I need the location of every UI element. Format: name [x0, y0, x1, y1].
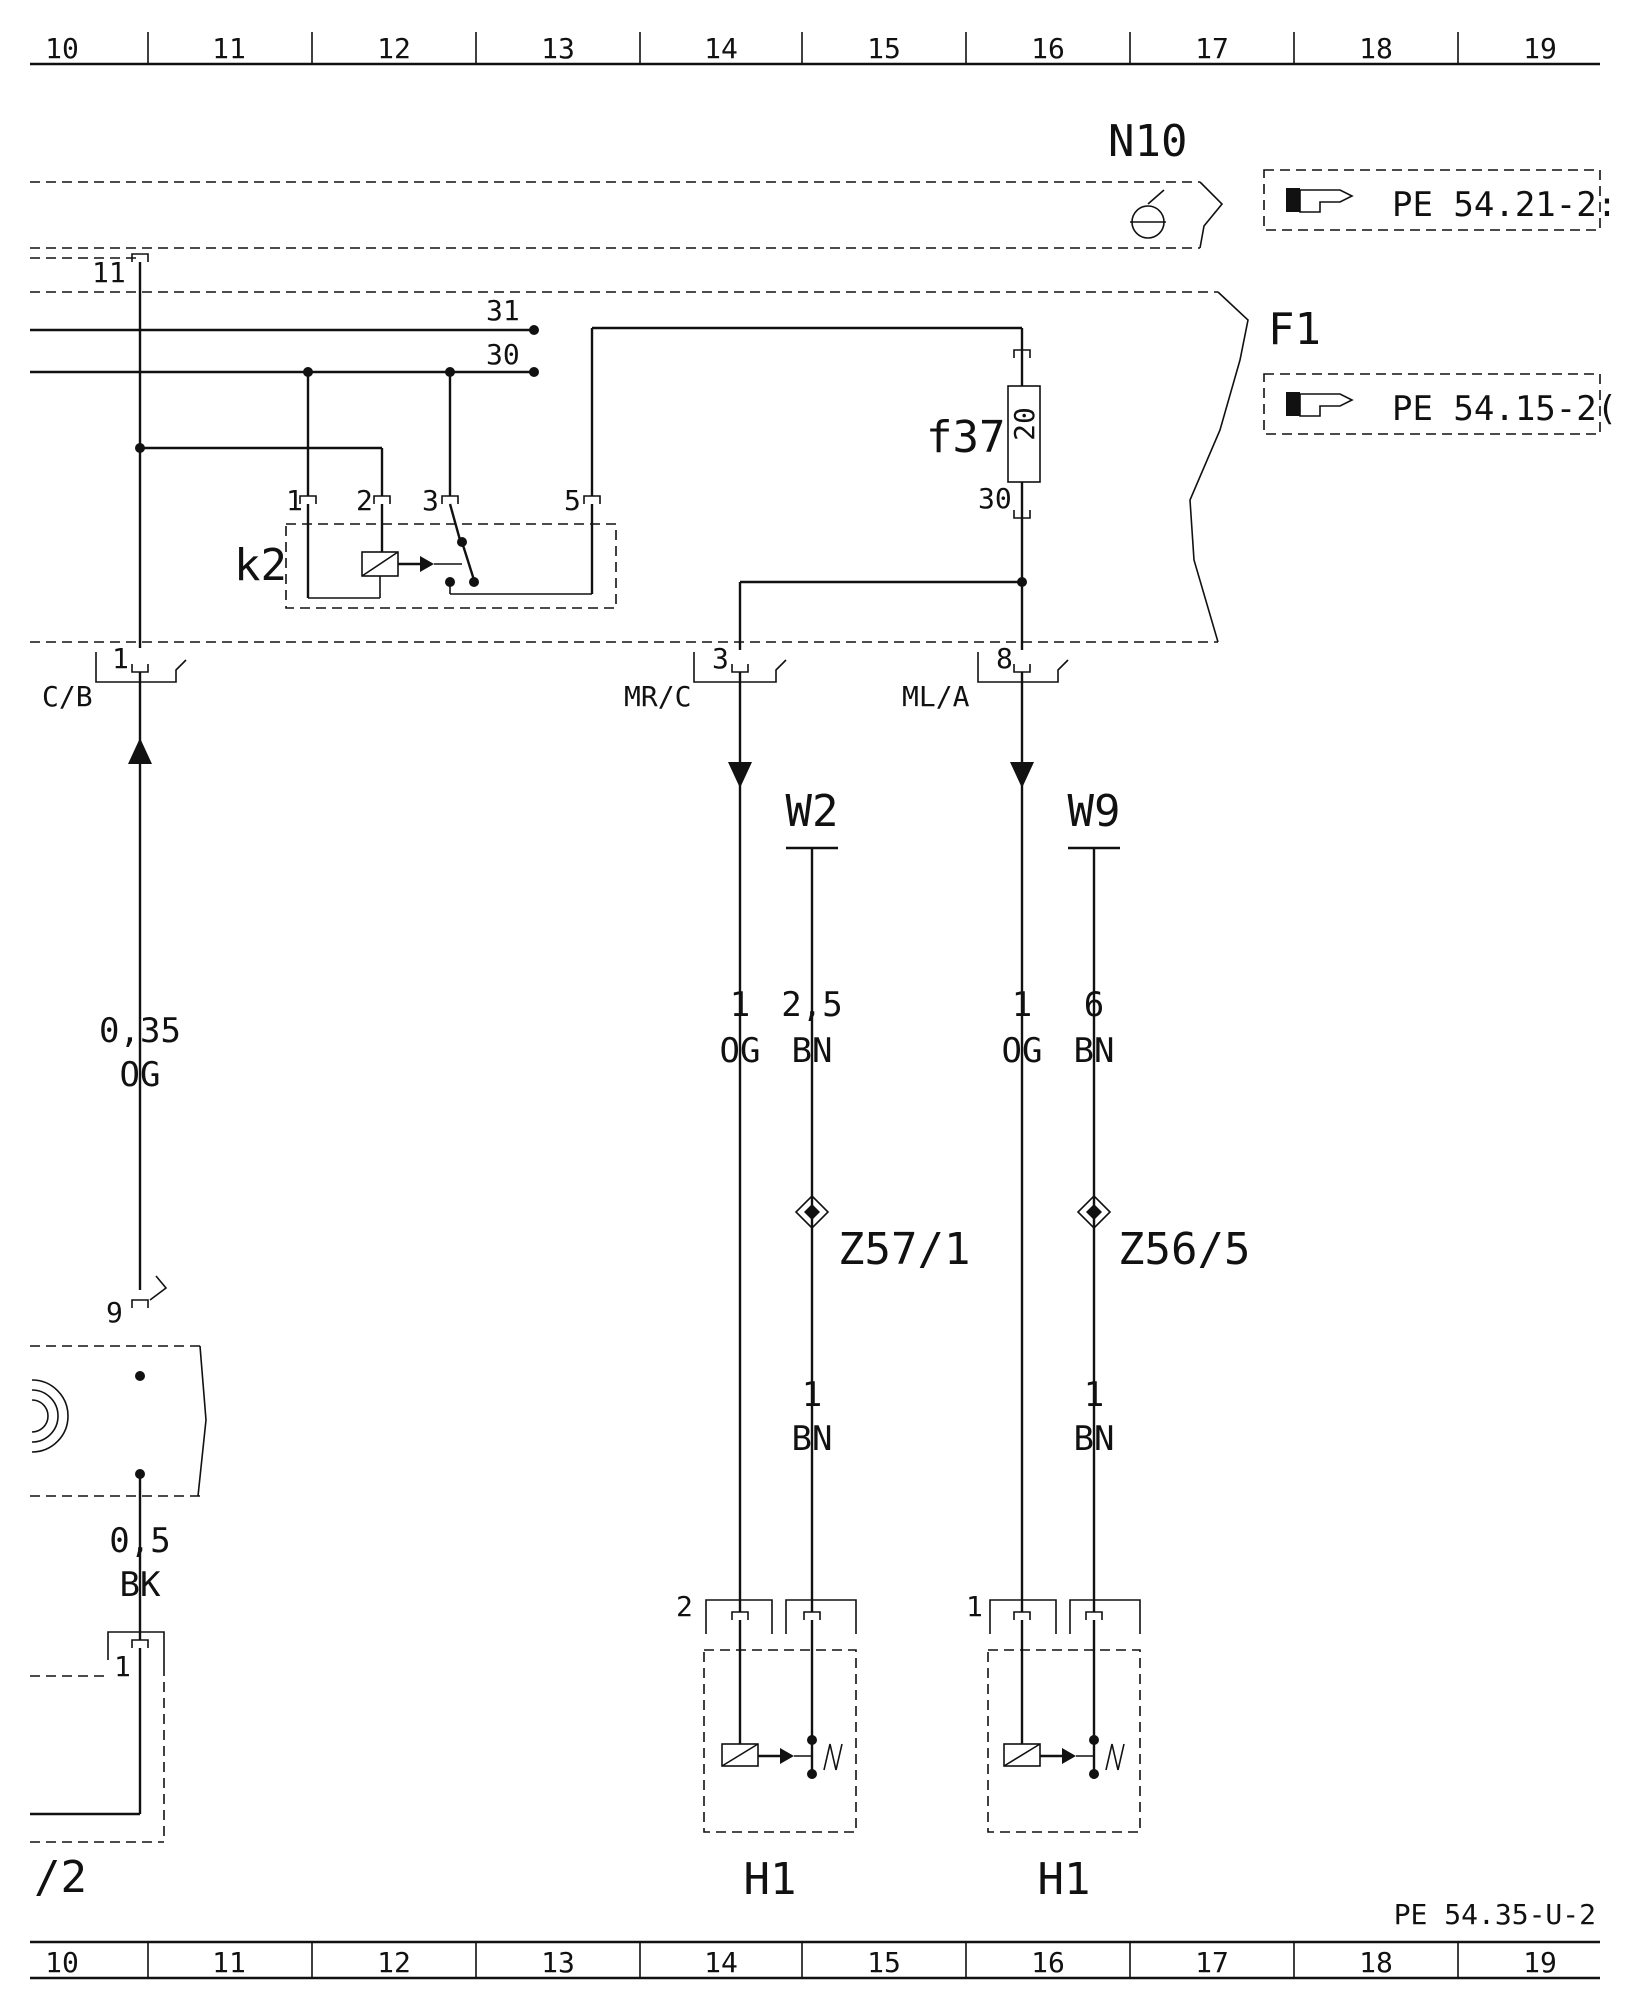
k2-label: k2	[234, 540, 287, 591]
lower-left-module: 9 0,5 BK 1 /2	[30, 1275, 207, 1903]
h1-right-horn: 1 H1	[966, 1590, 1141, 1905]
z56-label: Z56/5	[1118, 1224, 1250, 1275]
cb-pin-label: 1	[112, 642, 129, 675]
grid-bottom-10: 10	[45, 1946, 79, 1979]
page-reference: PE 54.35-U-2	[1394, 1898, 1596, 1931]
wire-pin11-to-cb: 11	[92, 253, 382, 648]
f37-pin-30-label: 30	[978, 482, 1012, 515]
n10-label: N10	[1108, 116, 1187, 167]
wire-w9-color: BN	[1074, 1031, 1115, 1071]
w9-label: W9	[1068, 786, 1121, 837]
wire-w9b-size: 1	[1084, 1375, 1104, 1415]
rail-30-label: 30	[486, 338, 520, 371]
grid-bottom-12: 12	[377, 1946, 411, 1979]
grid-bottom-15: 15	[867, 1946, 901, 1979]
wire-w2b-size: 1	[802, 1375, 822, 1415]
lower-pin-1-label: 1	[114, 1650, 131, 1683]
k2-pin-1-label: 1	[286, 484, 303, 517]
reference-label-2: PE 54.15-2(	[1392, 389, 1617, 429]
f37-label: f37	[926, 412, 1005, 463]
k2-pin-2-label: 2	[356, 484, 373, 517]
grid-top-16: 16	[1031, 32, 1065, 65]
grid-bottom-14: 14	[704, 1946, 738, 1979]
pointing-hand-icon	[1286, 392, 1354, 417]
connector-mr-label: MR/C	[624, 680, 691, 713]
supply-rails: 31 30	[30, 294, 539, 377]
wire-cb-color: OG	[120, 1055, 161, 1095]
grid-top-11: 11	[212, 32, 246, 65]
grid-top-13: 13	[541, 32, 575, 65]
w2-label: W2	[786, 786, 839, 837]
horn-wave-icon	[823, 1743, 843, 1771]
connector-cb-label: C/B	[42, 680, 93, 713]
reference-label-1: PE 54.21-2:	[1392, 185, 1617, 225]
rail-31-label: 31	[486, 294, 520, 327]
relay-coil-icon	[361, 551, 399, 577]
grid-bottom-16: 16	[1031, 1946, 1065, 1979]
lower-pin-9-label: 9	[106, 1296, 123, 1329]
grid-top-10: 10	[45, 32, 79, 65]
reference-box-1[interactable]: PE 54.21-2:	[1263, 169, 1617, 231]
fuse-rating: 20	[1008, 407, 1041, 441]
grid-bottom-18: 18	[1359, 1946, 1393, 1979]
grid-bottom-19: 19	[1523, 1946, 1557, 1979]
lower-component-partial-label: /2	[34, 1852, 87, 1903]
n10-pin-11-label: 11	[92, 256, 126, 289]
grid-top-15: 15	[867, 32, 901, 65]
wire-ml-color: OG	[1002, 1031, 1043, 1071]
w9-ground-branch: W9 6 BN Z56/5 1 BN	[1068, 786, 1250, 1612]
reference-box-2[interactable]: PE 54.15-2(	[1263, 373, 1617, 435]
grid-top-18: 18	[1359, 32, 1393, 65]
grid-top-12: 12	[377, 32, 411, 65]
wire-w2-color: BN	[792, 1031, 833, 1071]
z57-label: Z57/1	[838, 1224, 970, 1275]
wire-bk-color: BK	[120, 1565, 161, 1605]
grid-bottom-11: 11	[212, 1946, 246, 1979]
horn-wave-icon	[1105, 1743, 1125, 1771]
ground-symbol-icon	[1130, 189, 1166, 239]
connector-cb: C/B 1	[42, 642, 187, 1290]
connector-ml-label: ML/A	[902, 680, 970, 713]
k2-pin-5-label: 5	[564, 484, 581, 517]
w2-ground-branch: W2 2,5 BN Z57/1 1 BN	[781, 786, 970, 1612]
wire-w9-size: 6	[1084, 985, 1104, 1025]
h1-right-label: H1	[1038, 1854, 1091, 1905]
connector-mr: MR/C 3	[624, 642, 787, 1612]
horn-coil-icon	[721, 1743, 759, 1767]
grid-bottom-17: 17	[1195, 1946, 1229, 1979]
connector-ml: ML/A 8	[902, 642, 1069, 1612]
f1-label: F1	[1268, 304, 1321, 355]
grid-bottom-13: 13	[541, 1946, 575, 1979]
mr-pin-label: 3	[712, 642, 729, 675]
wire-w2b-color: BN	[792, 1419, 833, 1459]
h1-left-horn: 2 H1	[676, 1590, 857, 1905]
h1-left-label: H1	[744, 1854, 797, 1905]
f1-module: F1	[30, 257, 1321, 643]
grid-top-17: 17	[1195, 32, 1229, 65]
wire-cb-size: 0,35	[99, 1011, 181, 1051]
sound-wave-icon	[31, 1379, 69, 1453]
splice-icon	[1076, 1194, 1112, 1230]
grid-top-14: 14	[704, 32, 738, 65]
f37-fuse: 20 f37 30	[738, 328, 1041, 650]
k2-relay: k2 1 2 3 5	[234, 326, 1022, 609]
wire-w9b-color: BN	[1074, 1419, 1115, 1459]
grid-ruler-bottom: 10 11 12 13 14 15 16 17 18 19	[30, 1940, 1600, 1980]
wire-w2-size: 2,5	[781, 985, 842, 1025]
ml-pin-label: 8	[996, 642, 1013, 675]
h1-right-pin-label: 1	[966, 1590, 983, 1623]
n10-module: N10	[30, 116, 1224, 249]
wire-mr-color: OG	[720, 1031, 761, 1071]
splice-icon	[794, 1194, 830, 1230]
k2-pin-3-label: 3	[422, 484, 439, 517]
wire-bk-size: 0,5	[109, 1521, 170, 1561]
grid-top-19: 19	[1523, 32, 1557, 65]
pointing-hand-icon	[1286, 188, 1354, 213]
wire-ml-size: 1	[1012, 985, 1032, 1025]
wire-mr-size: 1	[730, 985, 750, 1025]
grid-ruler-top: 10 11 12 13 14 15 16 17 18 19	[30, 32, 1600, 66]
horn-coil-icon	[1003, 1743, 1041, 1767]
h1-left-pin-label: 2	[676, 1590, 693, 1623]
